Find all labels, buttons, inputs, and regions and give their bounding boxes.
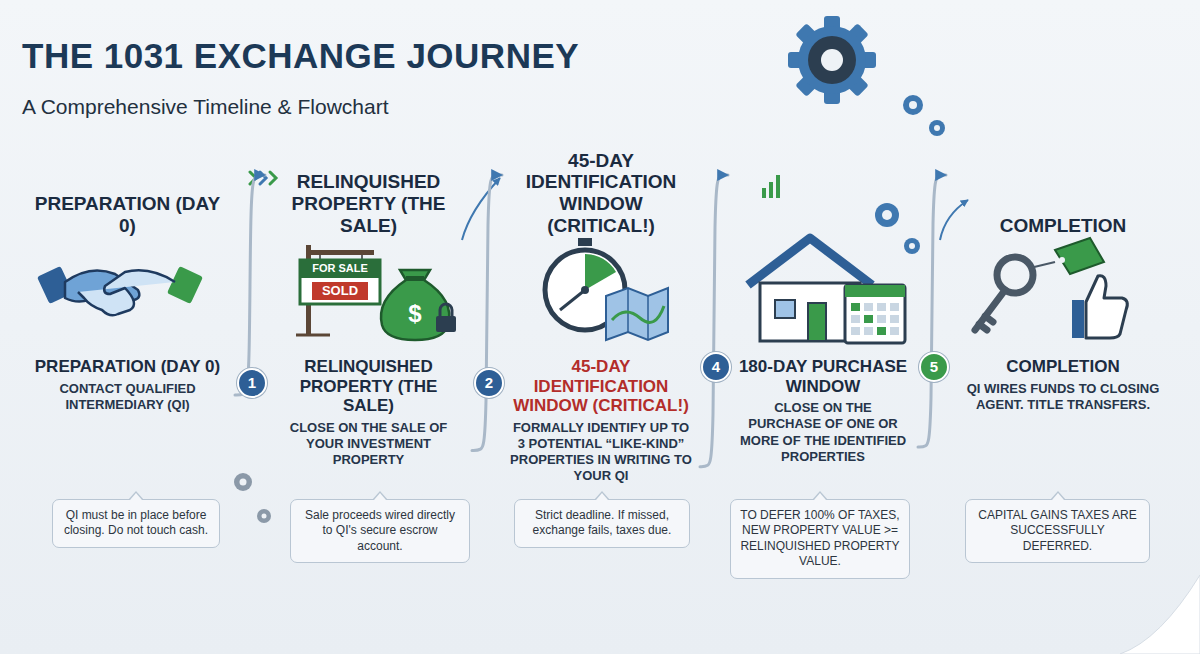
note-box: Strict deadline. If missed, exchange fai…	[514, 499, 690, 548]
gear-icon	[234, 473, 271, 523]
step-body: CLOSE ON THE PURCHASE OF ONE OR MORE OF …	[736, 400, 910, 465]
note-text: Sale proceeds wired directly to QI's sec…	[300, 508, 460, 555]
note-box: QI must be in place before closing. Do n…	[52, 499, 220, 548]
step-heading: RELINQUISHED PROPERTY (THE SALE)	[273, 171, 464, 237]
note-box: CAPITAL GAINS TAXES ARE SUCCESSFULLY DEF…	[965, 499, 1150, 564]
step-title: COMPLETION	[954, 357, 1172, 377]
step-column: 45-DAY IDENTIFICATION WINDOW (CRITICAL!)…	[502, 145, 700, 485]
calendar-cell	[890, 303, 899, 311]
gear-icon	[875, 95, 945, 254]
thumbs-up-icon	[1072, 276, 1127, 338]
flow-connector	[235, 175, 265, 395]
calendar-cell	[890, 327, 899, 335]
note-text: QI must be in place before closing. Do n…	[62, 508, 210, 539]
step-body: FORMALLY IDENTIFY UP TO 3 POTENTIAL “LIK…	[510, 420, 692, 485]
step-column: RELINQUISHED PROPERTY (THE SALE) RELINQUI…	[265, 145, 472, 468]
note-text: Strict deadline. If missed, exchange fai…	[524, 508, 680, 539]
handshake-icon	[37, 266, 203, 315]
calendar-icon	[845, 285, 905, 343]
callout-number: 5	[919, 352, 949, 382]
step-column: 180-DAY PURCHASE WINDOW CLOSE ON THE PURC…	[728, 145, 918, 465]
calendar-cell	[877, 303, 886, 311]
note-box: Sale proceeds wired directly to QI's sec…	[290, 499, 470, 564]
callout-number: 1	[237, 368, 267, 398]
flow-connector	[472, 175, 502, 450]
step-title: RELINQUISHED PROPERTY (THE SALE)	[273, 357, 464, 416]
calendar-cell	[851, 315, 860, 323]
calendar-cell	[877, 315, 886, 323]
gear-icon	[788, 16, 876, 104]
step-title: 45-DAY IDENTIFICATION WINDOW (CRITICAL!)	[510, 357, 692, 416]
money-bag-icon	[381, 270, 456, 340]
step-body: QI WIRES FUNDS TO CLOSING AGENT. TITLE T…	[954, 381, 1172, 414]
flow-connector	[918, 175, 946, 447]
step-column: COMPLETION COMPLETION QI WIRES FUNDS TO CL…	[946, 145, 1180, 413]
callout-number: 2	[474, 368, 504, 398]
deco-arrow	[462, 178, 500, 240]
map-icon	[606, 288, 668, 340]
step-heading: 45-DAY IDENTIFICATION WINDOW (CRITICAL!)	[510, 150, 692, 237]
note-box: TO DEFER 100% OF TAXES, NEW PROPERTY VAL…	[730, 499, 910, 579]
deco-arrow	[940, 200, 968, 240]
calendar-cell	[864, 327, 873, 335]
dollar-sign: $	[403, 300, 427, 328]
for-sale-sign	[296, 245, 380, 335]
step-body: CONTACT QUALIFIED INTERMEDIARY (QI)	[28, 381, 227, 414]
calendar-cell	[851, 303, 860, 311]
title: THE 1031 EXCHANGE JOURNEY	[22, 36, 579, 76]
flow-connector	[700, 175, 728, 467]
step-heading: PREPARATION (DAY 0)	[28, 193, 227, 237]
calendar-cell	[851, 327, 860, 335]
caption: A Comprehensive Timeline & Flowchart	[22, 95, 389, 119]
note-text: TO DEFER 100% OF TAXES, NEW PROPERTY VAL…	[740, 508, 900, 570]
step-heading: COMPLETION	[954, 215, 1172, 237]
step-column: PREPARATION (DAY 0) PREPARATION (DAY 0) CO…	[20, 145, 235, 413]
calendar-cell	[890, 315, 899, 323]
step-body: CLOSE ON THE SALE OF YOUR INVESTMENT PRO…	[273, 420, 464, 469]
note-text: CAPITAL GAINS TAXES ARE SUCCESSFULLY DEF…	[975, 508, 1140, 555]
bar-icon	[762, 175, 780, 198]
calendar-cell	[877, 327, 886, 335]
calendar-cell	[864, 315, 873, 323]
step-title: 180-DAY PURCHASE WINDOW	[736, 357, 910, 396]
page-curl	[1120, 575, 1200, 654]
sign-text: SOLD	[312, 282, 368, 300]
calendar-cell	[864, 303, 873, 311]
sign-text: FOR SALE	[300, 262, 380, 274]
step-title: PREPARATION (DAY 0)	[28, 357, 227, 377]
callout-number: 4	[701, 352, 731, 382]
